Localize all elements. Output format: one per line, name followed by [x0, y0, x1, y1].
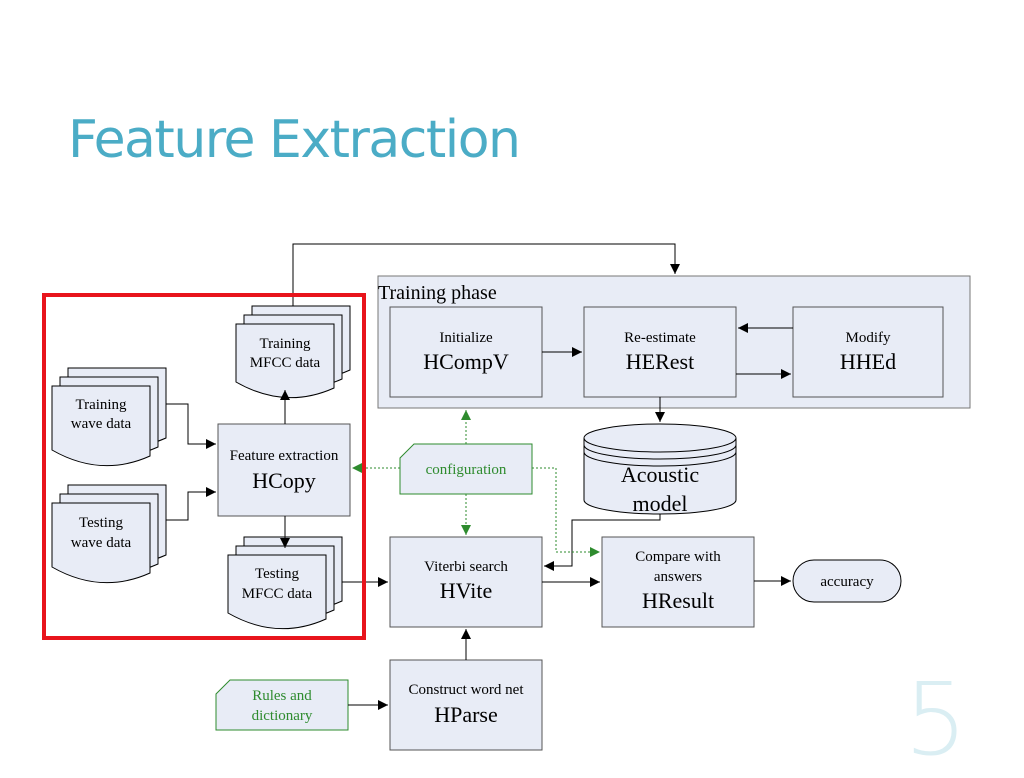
hvite-caption: Viterbi search: [424, 559, 508, 575]
rules-dictionary-card: Rules and dictionary: [215, 679, 349, 731]
hresult-tool: HResult: [642, 588, 714, 613]
accuracy-label: accuracy: [820, 574, 874, 590]
arrow-training-mfcc-to-training-phase: [292, 243, 680, 306]
training-wave-label-1: Training: [75, 397, 127, 413]
herest-tool: HERest: [626, 349, 694, 374]
feature-extraction-highlight: [42, 293, 366, 640]
configuration-label: configuration: [426, 462, 507, 478]
acoustic-model-label-2: model: [633, 491, 688, 516]
testing-mfcc-label-2: MFCC data: [242, 586, 313, 602]
arrow-testing-wave-to-hcopy: [166, 487, 216, 521]
acoustic-model-cylinder: Acoustic model: [583, 423, 737, 516]
rules-label-1: Rules and: [252, 688, 312, 704]
arrow-config-to-hresult: [532, 467, 600, 557]
hresult-box: Compare with answers HResult: [601, 536, 755, 628]
training-mfcc-label-2: MFCC data: [250, 355, 321, 371]
arrow-training-wave-to-hcopy: [166, 403, 216, 449]
hcompv-box: Initialize HCompV: [389, 306, 543, 398]
hcompv-tool: HCompV: [423, 349, 509, 374]
testing-mfcc-label-1: Testing: [255, 566, 299, 582]
herest-caption: Re-estimate: [624, 330, 696, 346]
hvite-box: Viterbi search HVite: [389, 536, 543, 628]
hresult-caption-2: answers: [654, 569, 702, 585]
rules-label-2: dictionary: [252, 708, 313, 724]
hresult-caption-1: Compare with: [635, 549, 721, 565]
hhed-caption: Modify: [846, 330, 892, 346]
hcopy-caption: Feature extraction: [230, 448, 339, 464]
herest-box: Re-estimate HERest: [583, 306, 737, 398]
training-wave-data-doc: Training wave data: [51, 367, 167, 467]
training-mfcc-data-doc: Training MFCC data: [235, 305, 351, 399]
slide-number: 5: [904, 661, 968, 778]
hparse-box: Construct word net HParse: [389, 659, 543, 751]
hhed-box: Modify HHEd: [792, 306, 944, 398]
hcompv-caption: Initialize: [439, 330, 493, 346]
training-mfcc-label-1: Training: [259, 336, 311, 352]
testing-wave-data-doc: Testing wave data: [51, 484, 167, 584]
slide-title: Feature Extraction: [68, 110, 521, 170]
hhed-tool: HHEd: [840, 349, 896, 374]
arrow-acoustic-model-to-hvite: [544, 514, 661, 571]
testing-wave-label-2: wave data: [71, 535, 132, 551]
hparse-caption: Construct word net: [409, 682, 525, 698]
testing-mfcc-data-doc: Testing MFCC data: [227, 536, 343, 630]
hvite-tool: HVite: [440, 578, 492, 603]
hparse-tool: HParse: [434, 702, 498, 727]
hcopy-box: Feature extraction HCopy: [217, 423, 351, 517]
acoustic-model-label-1: Acoustic: [621, 462, 699, 487]
training-wave-label-2: wave data: [71, 416, 132, 432]
testing-wave-label-1: Testing: [79, 515, 123, 531]
hcopy-tool: HCopy: [252, 468, 316, 493]
configuration-card: configuration: [399, 443, 533, 495]
accuracy-terminal: accuracy: [792, 559, 902, 603]
training-phase-label: Training phase: [378, 282, 497, 304]
